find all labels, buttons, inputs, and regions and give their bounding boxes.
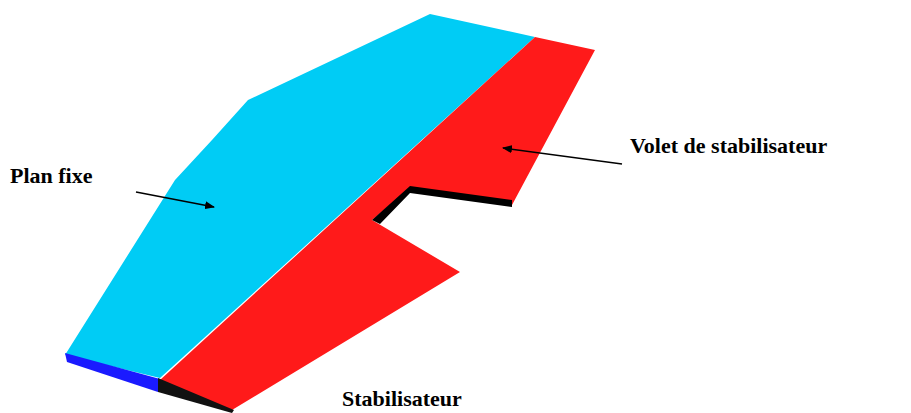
caption-text: Stabilisateur [342, 387, 462, 411]
flap-edge [158, 378, 234, 413]
leader-arrow [503, 148, 622, 164]
notch-shadow [372, 186, 512, 224]
part-label: Volet de stabilisateur [630, 134, 827, 158]
leading-edge [65, 353, 160, 392]
elevator-flap [160, 37, 595, 410]
part-label: Plan fixe [10, 164, 93, 188]
leader-arrow [136, 192, 214, 207]
